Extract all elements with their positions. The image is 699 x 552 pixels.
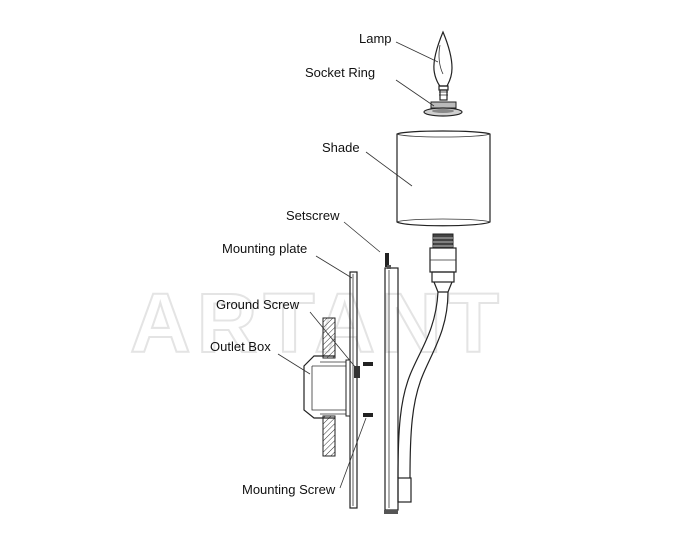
mounting-screw (363, 362, 373, 417)
socket-assembly (429, 233, 457, 293)
shade (396, 130, 491, 227)
leader-mounting-screw (339, 417, 367, 489)
label-shade: Shade (322, 140, 360, 155)
label-lamp: Lamp (359, 31, 392, 46)
leader-socket-ring (395, 79, 435, 107)
label-ground-screw: Ground Screw (216, 297, 300, 312)
back-plate (384, 265, 399, 514)
leader-ground-screw (309, 311, 357, 369)
socket-ring (423, 101, 463, 117)
label-setscrew: Setscrew (286, 208, 340, 223)
label-outlet-box: Outlet Box (210, 339, 271, 354)
leader-lines (277, 41, 439, 489)
leader-lamp (395, 41, 439, 63)
outlet-box (303, 317, 351, 457)
ground-screw (354, 366, 360, 378)
label-mounting-screw: Mounting Screw (242, 482, 336, 497)
leader-outlet-box (277, 353, 311, 375)
lamp-bulb (433, 30, 453, 101)
setscrew (385, 253, 389, 267)
label-mounting-plate: Mounting plate (222, 241, 307, 256)
leader-setscrew (343, 221, 381, 253)
leader-mounting-plate (315, 255, 353, 279)
label-socket-ring: Socket Ring (305, 65, 375, 80)
leader-shade (365, 151, 413, 187)
